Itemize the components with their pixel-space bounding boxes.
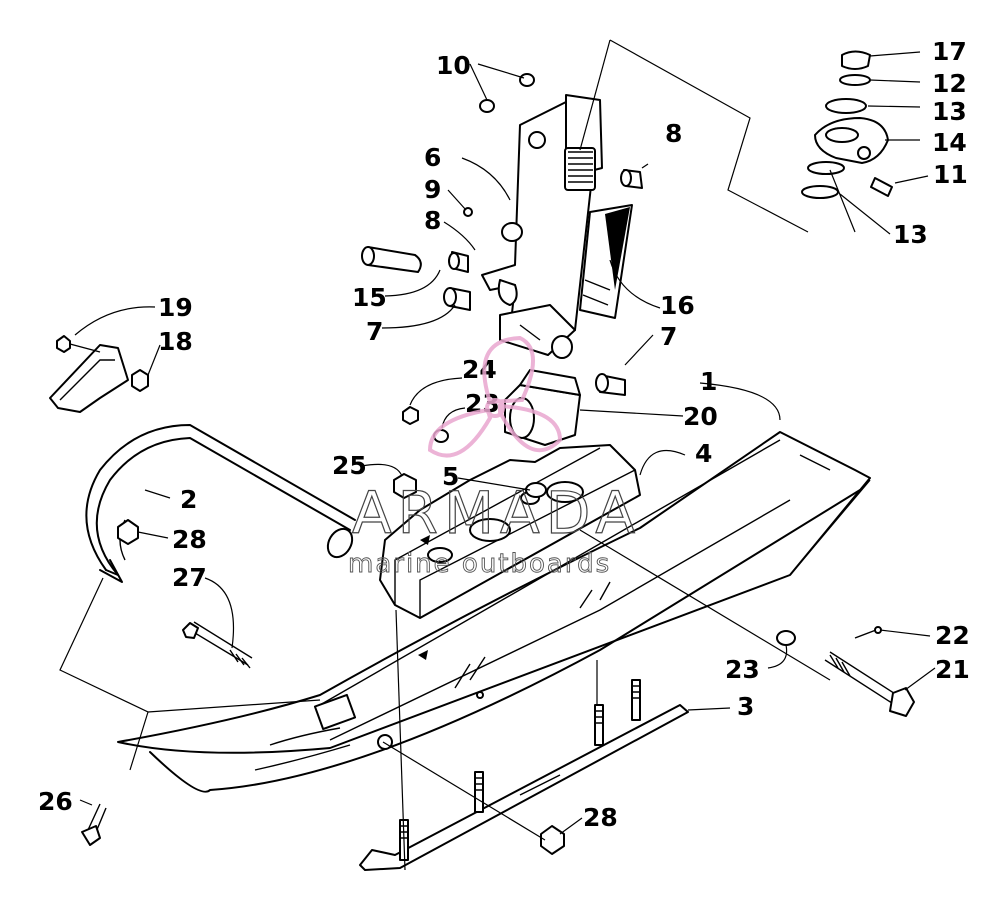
callout-10: 10	[436, 51, 471, 80]
callout-15: 15	[352, 283, 387, 312]
callout-26: 26	[38, 787, 73, 816]
callout-5: 5	[442, 462, 459, 491]
callout-19: 19	[158, 293, 193, 322]
callout-1: 1	[700, 367, 717, 396]
callout-8b: 8	[665, 119, 682, 148]
callout-8a: 8	[424, 206, 441, 235]
callout-14: 14	[932, 128, 967, 157]
propeller-logo	[427, 335, 563, 458]
callout-16: 16	[660, 291, 695, 320]
watermark-tagline: marine outboards	[348, 549, 611, 579]
callout-28b: 28	[583, 803, 618, 832]
ski-handle-loop	[85, 424, 356, 583]
wear-bar	[359, 679, 689, 871]
callout-21: 21	[935, 655, 970, 684]
callout-13b: 13	[893, 220, 928, 249]
callout-20: 20	[683, 402, 718, 431]
callout-2: 2	[180, 485, 197, 514]
callout-labels: 1 2 3 4 5 6 7 7 8 8 9 10 11 12 13 13 14 …	[38, 37, 970, 832]
callout-6: 6	[424, 143, 441, 172]
callout-12: 12	[932, 69, 967, 98]
armada-watermark: ARMADA marine outboards	[348, 335, 641, 579]
callout-25: 25	[332, 451, 367, 480]
callout-7a: 7	[366, 317, 383, 346]
bolts	[81, 621, 915, 846]
callout-22: 22	[935, 621, 970, 650]
callout-17: 17	[932, 37, 967, 66]
steering-arm-hardware	[801, 50, 893, 199]
callout-11: 11	[933, 160, 968, 189]
callout-4: 4	[695, 439, 712, 468]
callout-9: 9	[424, 175, 441, 204]
callout-18: 18	[158, 327, 193, 356]
spindle-decal	[579, 204, 633, 319]
handle-bracket	[49, 335, 149, 413]
callout-24: 24	[462, 355, 497, 384]
watermark-brand: ARMADA	[352, 479, 641, 547]
callout-27: 27	[172, 563, 207, 592]
ski-saddle	[379, 444, 641, 660]
spindle	[481, 94, 603, 359]
callout-23b: 23	[725, 655, 760, 684]
callout-7b: 7	[660, 322, 677, 351]
leader-lines	[59, 39, 936, 871]
callout-3: 3	[737, 692, 754, 721]
callout-28a: 28	[172, 525, 207, 554]
ski-body	[117, 431, 871, 793]
callout-13a: 13	[932, 97, 967, 126]
